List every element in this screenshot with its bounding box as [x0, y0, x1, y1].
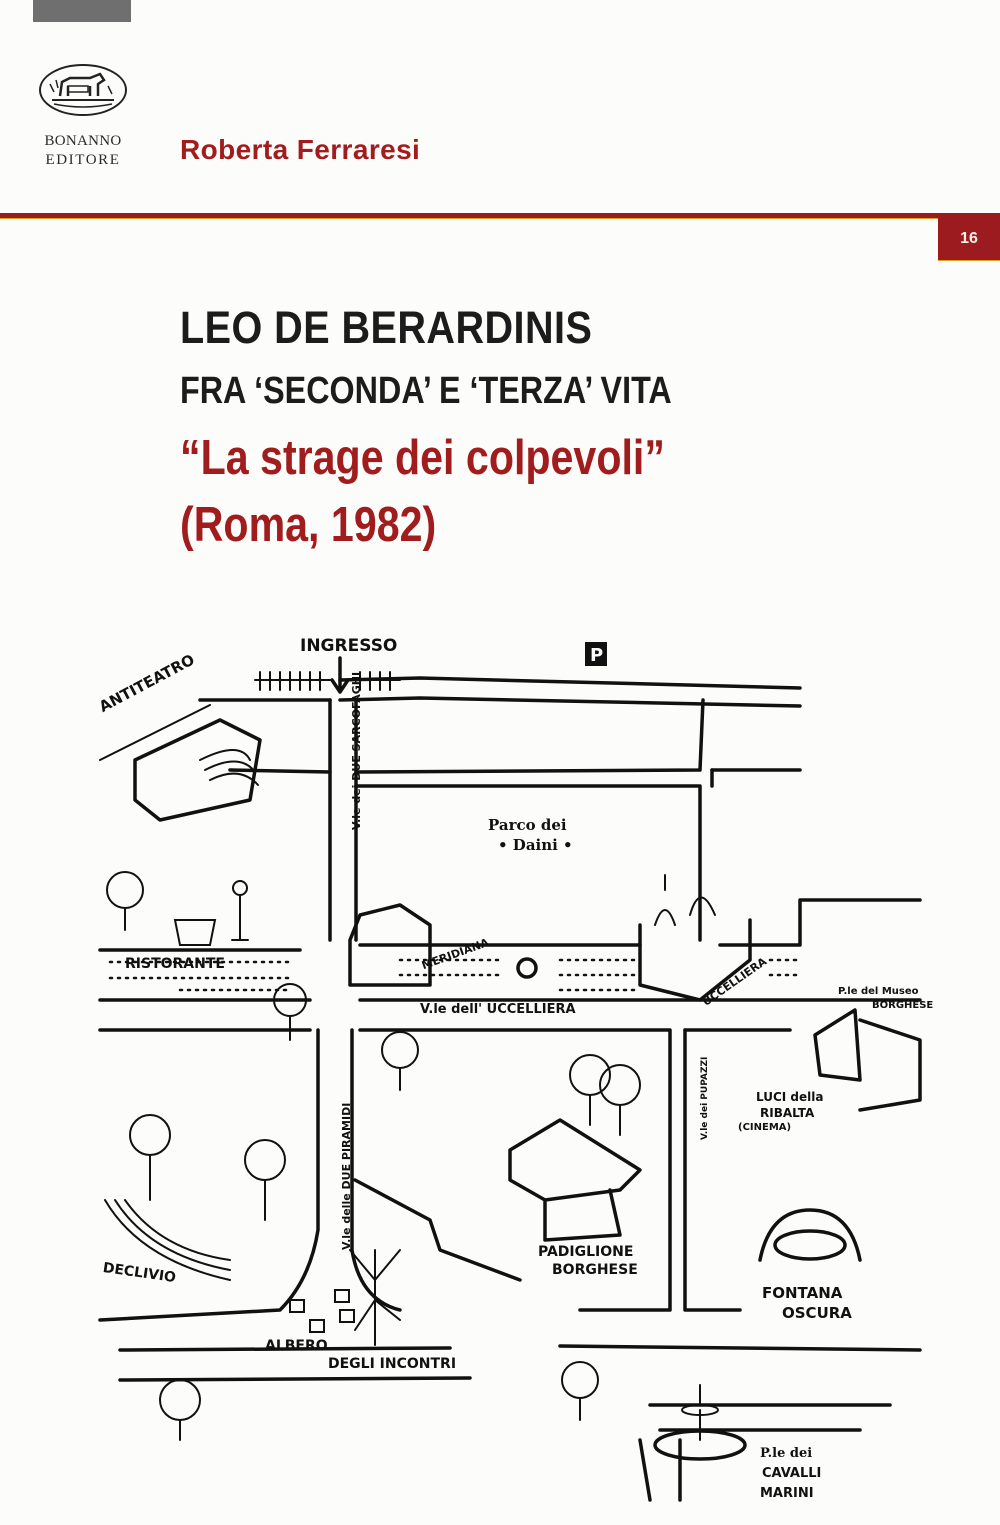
park-map-illustration: P [0, 620, 1000, 1520]
map-label-viale-uccelliera: V.le dell' UCCELLIERA [420, 1002, 576, 1017]
title-line-2: FRA ‘SECONDA’ E ‘TERZA’ VITA [180, 370, 672, 412]
map-label-cavalli-2: CAVALLI [762, 1466, 822, 1481]
map-drawing: P [98, 642, 922, 1502]
map-label-fontana-1: FONTANA [762, 1284, 843, 1302]
map-label-museo-2: BORGHESE [872, 1000, 934, 1011]
header-rule [0, 213, 1000, 219]
map-label-cavalli-1: P.le dei [760, 1446, 813, 1461]
map-label-ristorante: RISTORANTE [125, 956, 225, 972]
map-label-daini: • Daini • [498, 836, 573, 854]
map-label-padiglione-2: BORGHESE [552, 1262, 638, 1278]
series-number-badge: 16 [938, 218, 1000, 261]
title-line-1: LEO DE BERARDINIS [180, 302, 593, 353]
publisher-name: BONANNO EDITORE [36, 132, 130, 170]
map-label-cinema: (CINEMA) [738, 1122, 792, 1133]
publisher-line-1: BONANNO [44, 133, 122, 149]
svg-text:P: P [590, 645, 603, 666]
map-label-padiglione-1: PADIGLIONE [538, 1244, 634, 1260]
map-label-museo-1: P.le del Museo [838, 986, 919, 997]
subtitle-line-1: “La strage dei colpevoli” [180, 431, 665, 485]
map-label-luci: LUCI della [756, 1090, 824, 1104]
author-name: Roberta Ferraresi [180, 134, 421, 165]
map-label-ingresso: INGRESSO [300, 636, 398, 656]
map-label-albero-2: DEGLI INCONTRI [328, 1356, 457, 1372]
map-label-pupazzi: V.le dei PUPAZZI [700, 1056, 710, 1140]
map-label-due-piramidi: V.le delle DUE PIRAMIDI [340, 1102, 353, 1250]
subtitle-line-2: (Roma, 1982) [180, 498, 437, 552]
publisher-line-2: EDITORE [45, 152, 121, 168]
map-label-due-sarcofaghi: V.le dei DUE SARCOFAGHI [350, 671, 363, 830]
map-label-albero-1: ALBERO [265, 1338, 328, 1354]
map-label-parco: Parco dei [488, 816, 567, 834]
gray-tab [33, 0, 131, 22]
map-label-ribalta: RIBALTA [760, 1106, 815, 1120]
she-wolf-logo-icon [39, 64, 127, 116]
map-label-cavalli-3: MARINI [760, 1486, 814, 1501]
map-label-fontana-2: OSCURA [782, 1304, 852, 1322]
